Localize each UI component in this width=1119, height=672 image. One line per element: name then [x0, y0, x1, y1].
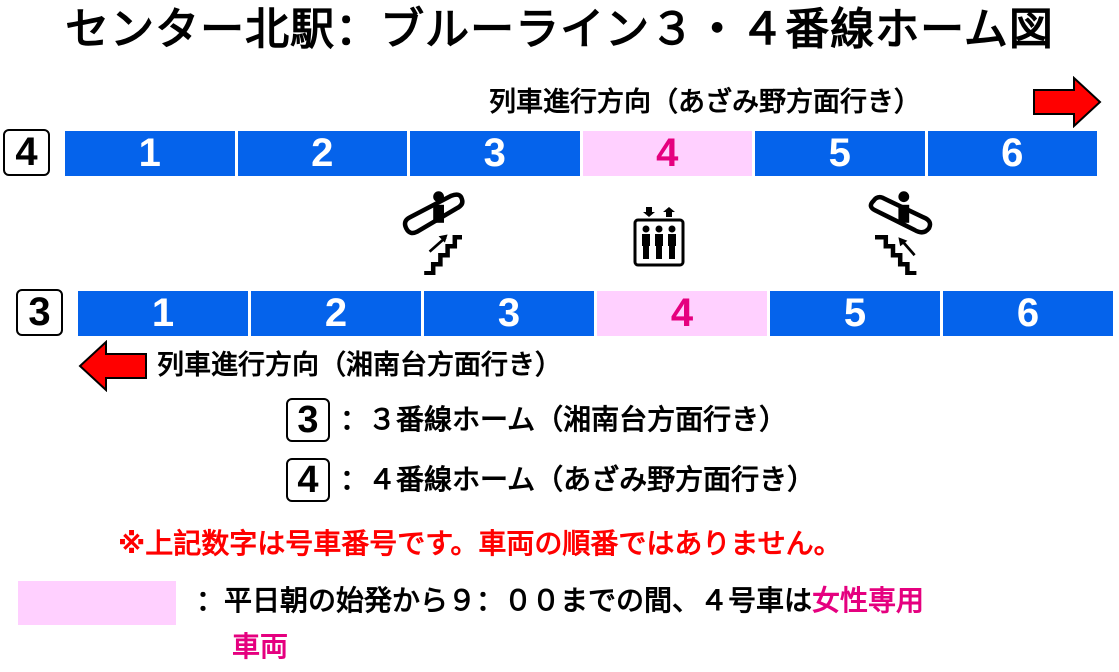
escalator-stairs-icon [868, 191, 933, 275]
track3-car-1: 1 [78, 291, 248, 336]
women-only-highlight-cont: 車両 [232, 630, 289, 663]
track4-direction-text: 列車進行方向（あざみ野方面行き） [489, 87, 921, 118]
escalator-stairs-icon [402, 191, 465, 275]
track4-car-strip: 1 2 3 4 5 6 [65, 131, 1097, 176]
women-only-highlight: 女性専用 [812, 584, 925, 617]
legend-track4-badge: 4 [286, 458, 330, 502]
track3-car-3: 3 [424, 291, 594, 336]
track4-car-6: 6 [927, 131, 1097, 176]
track4-badge: 4 [3, 129, 50, 176]
legend-track3: 3 ：３番線ホーム（湘南台方面行き） [286, 398, 787, 442]
track4-car-1: 1 [65, 131, 235, 176]
track3-direction-text: 列車進行方向（湘南台方面行き） [157, 350, 562, 381]
track3-car-2: 2 [251, 291, 421, 336]
arrow-right-icon [1033, 76, 1102, 128]
legend-track3-badge: 3 [286, 398, 330, 442]
page-title: センター北駅：ブルーライン３・４番線ホーム図 [65, 4, 1054, 55]
track3-car-4-women-only: 4 [597, 291, 767, 336]
track3-car-5: 5 [770, 291, 940, 336]
women-only-note: ：平日朝の始発から９：００までの間、４号車は女性専用 [196, 578, 1116, 624]
arrow-left-icon [78, 340, 147, 392]
track3-badge: 3 [16, 289, 63, 336]
track4-car-4-women-only: 4 [582, 131, 752, 176]
women-only-note-text: ：平日朝の始発から９：００までの間、４号車は [196, 584, 813, 617]
track4-car-2: 2 [237, 131, 407, 176]
legend-track4-text: ：４番線ホーム（あざみ野方面行き） [340, 463, 816, 496]
legend-track3-text: ：３番線ホーム（湘南台方面行き） [340, 403, 788, 436]
legend-track4: 4 ：４番線ホーム（あざみ野方面行き） [286, 458, 815, 502]
car-number-notice: ※上記数字は号車番号です。車両の順番ではありません。 [118, 527, 842, 560]
women-only-color-swatch [18, 581, 176, 625]
track3-car-6: 6 [943, 291, 1113, 336]
track3-car-strip: 1 2 3 4 5 6 [78, 291, 1113, 336]
elevator-icon [633, 207, 685, 267]
track4-car-3: 3 [410, 131, 580, 176]
track4-car-5: 5 [755, 131, 925, 176]
